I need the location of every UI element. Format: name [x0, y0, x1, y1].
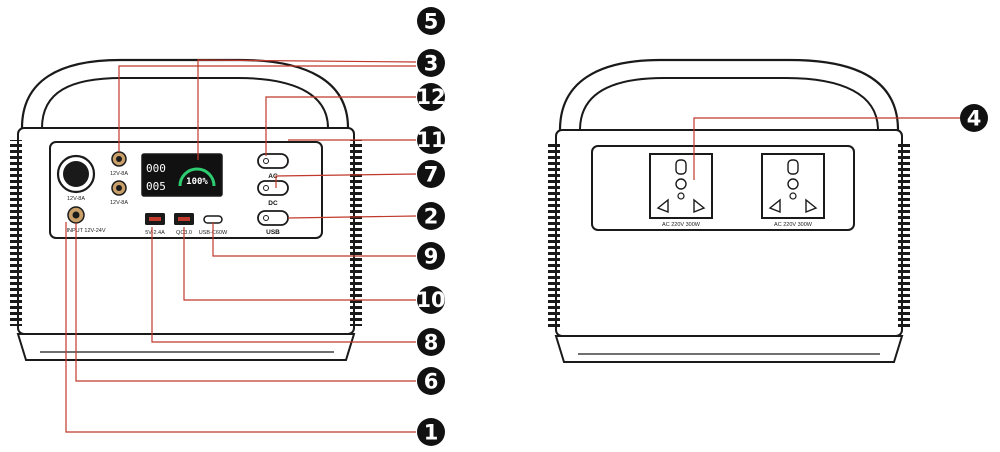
- front-vent-left: [10, 140, 22, 326]
- callout-9-number: 9: [424, 245, 439, 269]
- callout-11: 11: [416, 126, 446, 154]
- lcd-battery-percent: 100%: [186, 177, 208, 187]
- back-vent-right: [898, 142, 910, 328]
- back-handle-inner: [579, 77, 879, 131]
- leader-line-9: [212, 222, 416, 257]
- leader-line-3b: [197, 59, 417, 160]
- leader-line-6: [75, 223, 416, 382]
- callout-8-number: 8: [424, 331, 439, 355]
- ac-button: AC: [257, 153, 289, 180]
- dc5521-port-top: 12V-8A: [110, 151, 128, 177]
- leader-line-10: [183, 227, 416, 301]
- callout-7: 7: [417, 160, 445, 188]
- back-base: [554, 335, 904, 363]
- lcd-battery-arc: [178, 167, 216, 187]
- usb-a-port: 5V-2.4A: [145, 213, 165, 236]
- callout-9: 9: [417, 242, 445, 270]
- callout-10: 10: [416, 286, 446, 314]
- callout-1-number: 1: [424, 421, 439, 445]
- ac-button-label: AC: [268, 173, 278, 180]
- leader-line-1: [65, 222, 416, 433]
- leader-line-7: [275, 173, 417, 188]
- callout-8: 8: [417, 328, 445, 356]
- front-vent-right: [350, 140, 362, 326]
- leader-line-8: [151, 227, 416, 343]
- leader-line-12: [265, 96, 416, 156]
- ac-outlet-right: AC 220V 300W: [761, 153, 825, 228]
- callout-2: 2: [417, 202, 445, 230]
- dc5521-bottom-label: 12V-8A: [110, 200, 128, 206]
- lcd-bottom-value: 005: [146, 180, 166, 193]
- callout-6: 6: [417, 367, 445, 395]
- input-port-label: INPUT 12V-24V: [66, 228, 105, 234]
- leader-lines: [65, 59, 960, 433]
- callout-3: 3: [417, 49, 445, 77]
- back-handle: [558, 58, 900, 131]
- car-socket: 12V-8A: [56, 154, 96, 202]
- ac-outlet-left: AC 220V 300W: [649, 153, 713, 228]
- callout-10-number: 10: [416, 288, 445, 312]
- front-view: 12V-8A 12V-8A 12V-8A INPUT 12V-24V 000 0…: [10, 58, 362, 361]
- callout-3-number: 3: [424, 52, 439, 76]
- callout-5: 5: [417, 7, 445, 35]
- front-handle: [20, 58, 350, 129]
- callout-12-number: 12: [416, 85, 445, 109]
- callout-5-number: 5: [424, 10, 439, 34]
- ac-outlet-left-label: AC 220V 300W: [662, 222, 701, 228]
- leader-line-4: [693, 117, 960, 180]
- lcd-top-value: 000: [146, 162, 166, 175]
- dc5521-port-bottom: 12V-8A: [110, 180, 128, 206]
- callout-4: 4: [960, 104, 988, 132]
- callout-2-number: 2: [424, 205, 439, 229]
- callout-12: 12: [416, 83, 446, 111]
- leader-line-3: [118, 65, 416, 152]
- usb-a-label: 5V-2.4A: [145, 230, 165, 236]
- dc-button: DC: [257, 180, 289, 207]
- callout-1: 1: [417, 418, 445, 446]
- callout-badges: 5 3 12 11 7 2 9 10: [416, 7, 988, 446]
- front-base: [16, 333, 356, 361]
- ac-outlet-right-label: AC 220V 300W: [774, 222, 813, 228]
- callout-7-number: 7: [424, 163, 439, 187]
- callout-11-number: 11: [416, 128, 445, 152]
- front-handle-inner: [41, 77, 329, 129]
- car-socket-label: 12V-8A: [67, 196, 85, 202]
- usb-button-label: USB: [266, 229, 280, 236]
- dc5521-top-label: 12V-8A: [110, 171, 128, 177]
- lcd-screen: 000 005 100%: [141, 153, 223, 197]
- callout-6-number: 6: [424, 370, 439, 394]
- callout-4-number: 4: [967, 107, 982, 131]
- leader-line-2: [287, 215, 417, 219]
- back-vent-left: [548, 142, 560, 328]
- back-view: AC 220V 300W AC 220V 300W: [548, 58, 910, 363]
- dc-button-label: DC: [268, 200, 278, 207]
